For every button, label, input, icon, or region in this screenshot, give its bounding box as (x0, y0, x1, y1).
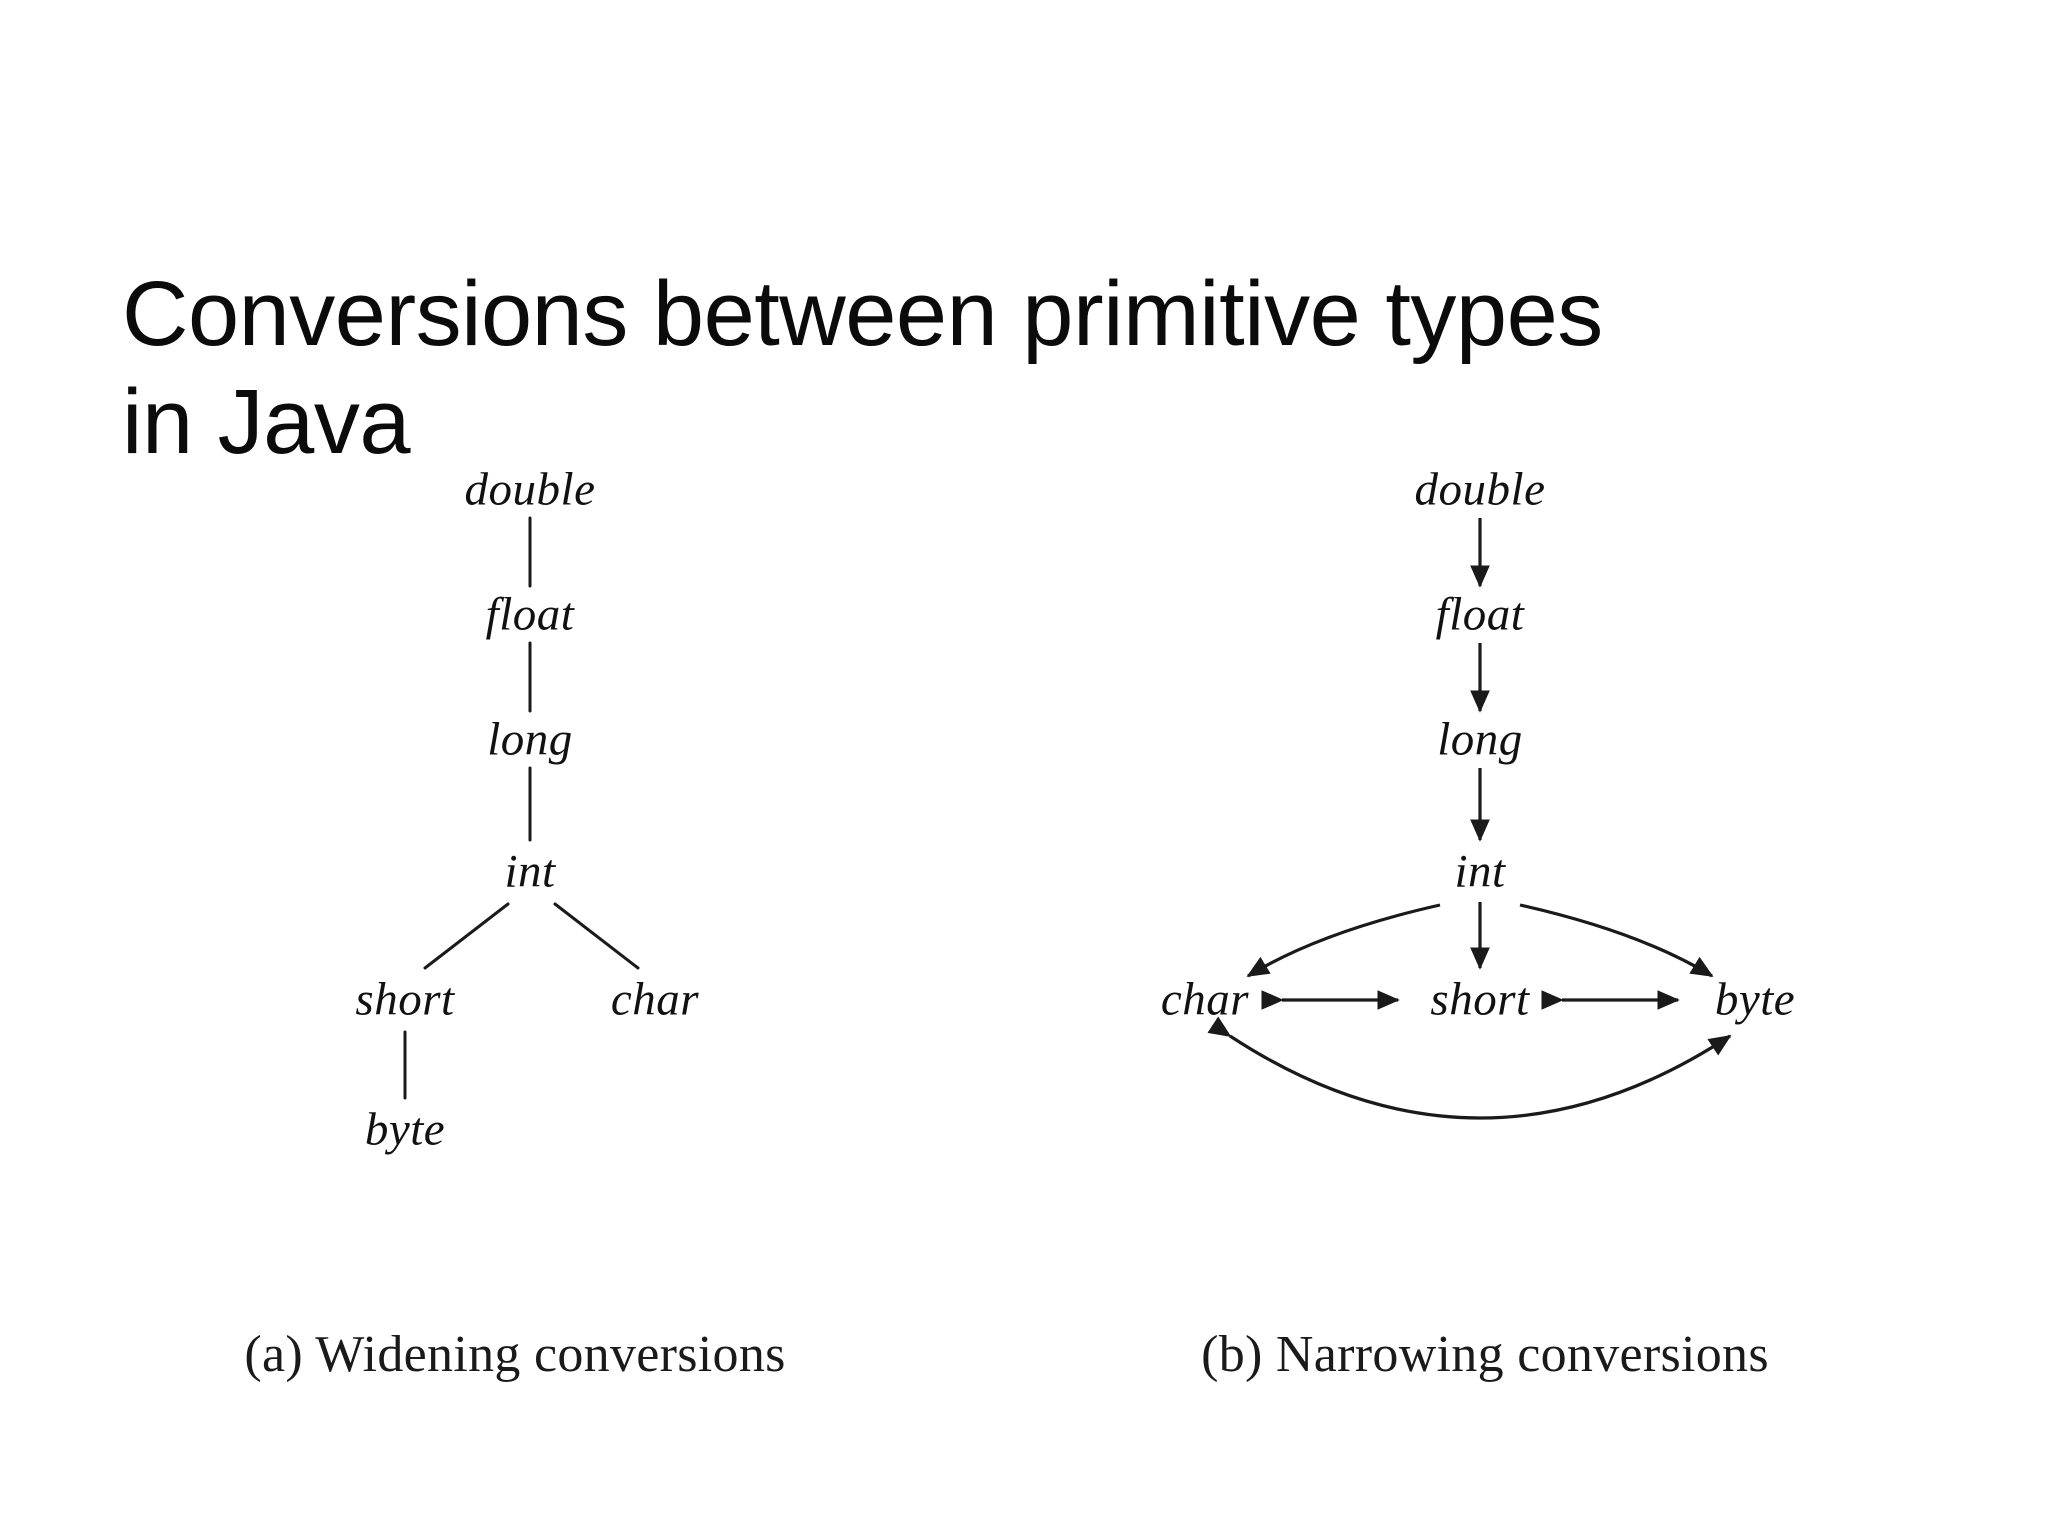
node-widening-byte: byte (364, 1103, 446, 1156)
narrowing-edges-svg (1207, 518, 1732, 1120)
node-narrowing-long: long (1437, 713, 1523, 766)
node-widening-char: char (610, 973, 700, 1026)
node-widening-float: float (485, 588, 575, 641)
edge-char-byte-arc-bidir (1207, 1016, 1732, 1120)
node-narrowing-double: double (1414, 463, 1546, 516)
diagram-narrowing-conversions: double float long int char short byte (b… (1020, 440, 1980, 1440)
node-narrowing-int: int (1454, 845, 1506, 898)
edge-int-byte-arrow (1519, 903, 1714, 978)
node-widening-int: int (504, 845, 556, 898)
figure-area: double float long int short char byte (a… (0, 440, 2048, 1440)
node-widening-long: long (487, 713, 573, 766)
diagram-widening-conversions: double float long int short char byte (a… (120, 440, 1000, 1440)
node-narrowing-char: char (1160, 973, 1250, 1026)
node-narrowing-float: float (1435, 588, 1525, 641)
edge-int-char (553, 902, 640, 970)
caption-widening-conversions: (a) Widening conversions (244, 1326, 786, 1383)
edge-int-short (423, 902, 510, 970)
node-narrowing-byte: byte (1714, 973, 1796, 1026)
caption-narrowing-conversions: (b) Narrowing conversions (1201, 1326, 1769, 1383)
node-widening-short: short (355, 973, 455, 1026)
page-title: Conversions between primitive types in J… (122, 262, 1603, 474)
widening-edges-svg (403, 516, 640, 1100)
node-narrowing-short: short (1430, 973, 1530, 1026)
node-widening-double: double (464, 463, 596, 516)
edge-int-char-arrow (1246, 903, 1441, 978)
